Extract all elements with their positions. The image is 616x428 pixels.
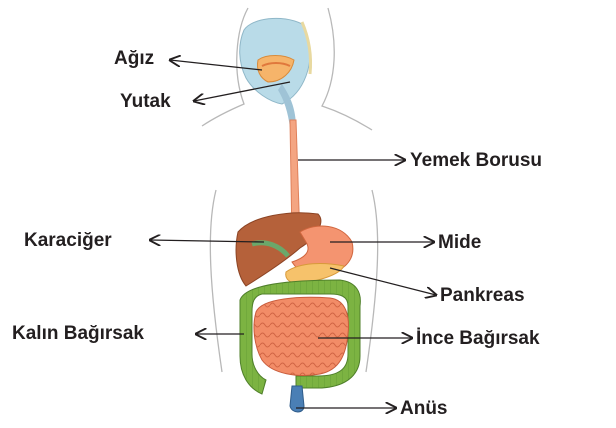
label-pancreas: Pankreas — [440, 286, 525, 305]
label-liver: Karaciğer — [24, 231, 112, 250]
head-cavity — [240, 18, 311, 128]
label-mouth: Ağız — [114, 49, 154, 68]
label-small-intestine: İnce Bağırsak — [416, 329, 540, 348]
label-anus: Anüs — [400, 399, 448, 418]
label-pharynx: Yutak — [120, 92, 171, 111]
label-large-intestine: Kalın Bağırsak — [12, 324, 144, 343]
label-stomach: Mide — [438, 233, 481, 252]
label-esophagus: Yemek Borusu — [410, 151, 542, 170]
